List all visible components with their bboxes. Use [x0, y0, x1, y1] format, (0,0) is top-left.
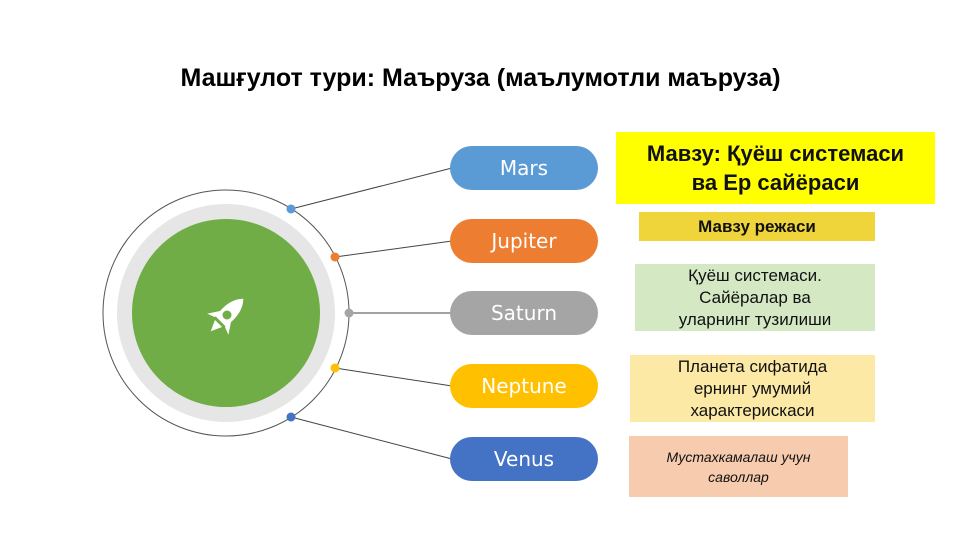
plan-item-1-line: Қуёш системаси.	[688, 265, 822, 285]
plan-item-2-line: Планета сифатида	[677, 356, 828, 376]
plan-item-1: Қуёш системаси. Сайёралар ва уларнинг ту…	[635, 264, 875, 331]
plan-item-2: Планета сифатида ернинг умумий характери…	[630, 355, 875, 422]
plan-item-3: Мустахкамалаш учун саволлар	[629, 436, 848, 497]
planet-pill-neptune[interactable]: Neptune	[450, 364, 598, 408]
planet-pill-jupiter[interactable]: Jupiter	[450, 219, 598, 263]
topic-box: Мавзу: Қуёш системаси ва Ер сайёраси	[616, 132, 935, 204]
planet-pill-saturn[interactable]: Saturn	[450, 291, 598, 335]
orbit-dot	[286, 204, 296, 214]
plan-title: Мавзу режаси	[698, 216, 816, 236]
orbit-dot	[330, 363, 340, 373]
topic-line-1: Мавзу: Қуёш системаси	[646, 141, 905, 166]
plan-item-3-line: Мустахкамалаш учун	[666, 448, 811, 465]
plan-item-3-line: саволлар	[708, 468, 769, 485]
plan-item-1-line: Сайёралар ва	[699, 287, 811, 307]
page-title: Машғулот тури: Маъруза (маълумотли маъру…	[180, 64, 781, 92]
planet-pill-venus[interactable]: Venus	[450, 437, 598, 481]
plan-item-2-line: ернинг умумий	[693, 378, 812, 398]
plan-item-1-line: уларнинг тузилиши	[678, 309, 832, 329]
connector-line	[290, 167, 453, 210]
planet-pill-mars[interactable]: Mars	[450, 146, 598, 190]
topic-line-2: ва Ер сайёраси	[691, 170, 860, 195]
plan-title-box: Мавзу режаси	[639, 212, 875, 241]
connectors	[286, 167, 453, 460]
connector-line	[334, 240, 453, 258]
rocket-icon	[207, 298, 244, 335]
connector-line	[334, 367, 453, 387]
connector-line	[290, 416, 453, 460]
plan-item-2-line: характерискаси	[690, 400, 815, 420]
orbit-dot	[330, 252, 340, 262]
orbit-dot	[286, 412, 296, 422]
orbit-dot	[344, 308, 354, 318]
